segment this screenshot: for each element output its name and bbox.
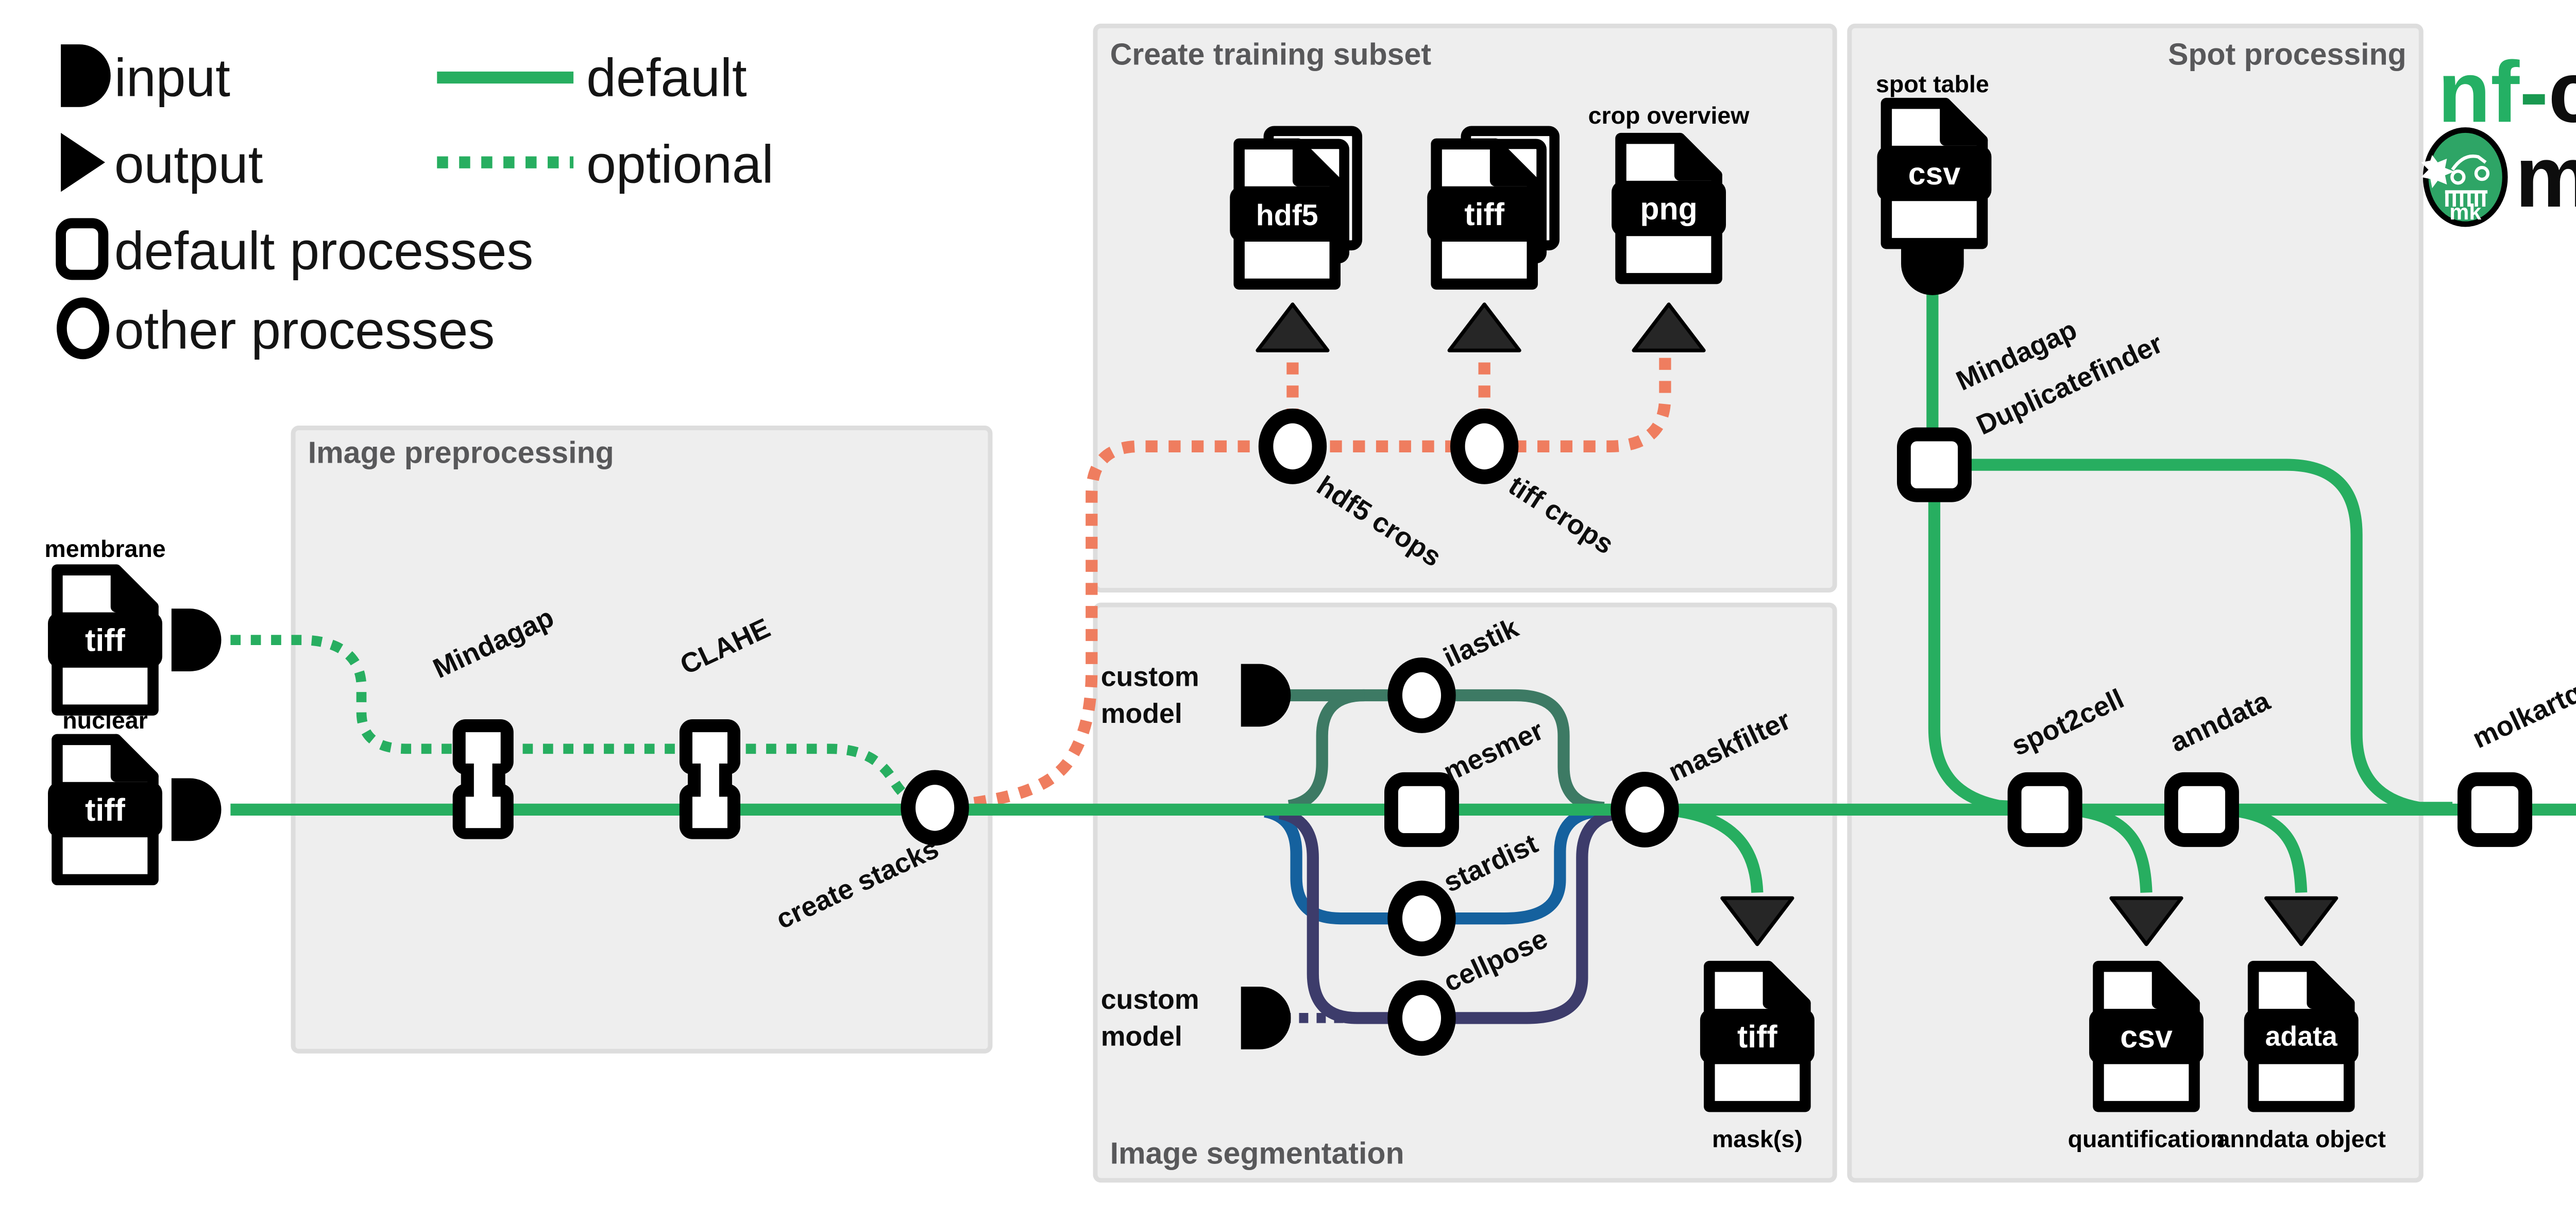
- process-ilastik: [1395, 665, 1449, 725]
- custom-model-bottom-line2: model: [1101, 1021, 1182, 1052]
- edge-ilastik-branch: [1287, 689, 1365, 812]
- other-process-icon: [57, 297, 110, 360]
- mk-badge-icon: mk: [2421, 127, 2508, 227]
- badge-mk-label: mk: [2449, 200, 2481, 225]
- training-subset-outputs: hdf5 tiff crop overview png: [1230, 102, 1750, 350]
- panel-spot-processing: Spot processing: [1847, 23, 2424, 1183]
- masks-ext: tiff: [1737, 1019, 1777, 1054]
- process-maskfilter: [1618, 779, 1672, 840]
- logo-nf: nf: [2438, 43, 2520, 140]
- process-stardist: [1395, 888, 1449, 949]
- input-membrane-file: membrane tiff: [44, 535, 222, 710]
- legend-optional-label: optional: [586, 134, 774, 194]
- custom-model-top-line2: model: [1101, 698, 1182, 729]
- panel-title-create-training-subset: Create training subset: [1110, 37, 1431, 71]
- custom-model-top-line1: custom: [1101, 662, 1199, 692]
- panel-title-image-preprocessing: Image preprocessing: [308, 436, 614, 470]
- edge-spot2cell-to-quantification: [2068, 803, 2153, 893]
- png-ext: png: [1640, 191, 1697, 226]
- custom-model-top: custom model: [1101, 662, 1291, 729]
- edge-ilastik-path: [1283, 689, 1605, 814]
- legend-other-processes-label: other processes: [114, 300, 495, 360]
- anndata-object-caption: anndata object: [2217, 1125, 2386, 1152]
- quantification-ext: csv: [2120, 1019, 2173, 1054]
- logo-line1: nf-core/: [2438, 43, 2576, 140]
- nuclear-ext: tiff: [85, 792, 125, 827]
- panel-title-spot-processing: Spot processing: [2168, 37, 2406, 71]
- input-spot-table: spot table csv: [1876, 71, 1991, 295]
- process-cellpose: [1395, 988, 1449, 1048]
- custom-model-bottom: custom model: [1101, 984, 1291, 1052]
- tiff-ext: tiff: [1464, 197, 1504, 232]
- panel-title-image-segmentation: Image segmentation: [1110, 1137, 1404, 1171]
- input-icon: [171, 608, 222, 671]
- spot-table-caption: spot table: [1876, 71, 1989, 97]
- edge-duplicatefinder-to-main: [1928, 494, 2032, 814]
- logo-dash: -: [2519, 43, 2548, 140]
- membrane-caption: membrane: [44, 535, 165, 562]
- molkartqc-label: molkartqc: [2468, 670, 2576, 754]
- default-process-icon: [56, 218, 109, 280]
- logo-molkart: molkart: [2515, 128, 2576, 225]
- legend-default-processes-label: default processes: [114, 221, 533, 281]
- output-masks: tiff mask(s): [1700, 898, 1815, 1152]
- masks-caption: mask(s): [1712, 1125, 1803, 1152]
- process-hdf5-crops: [1266, 416, 1319, 477]
- input-nuclear-file: nuclear tiff: [48, 707, 222, 879]
- process-tiff-crops: [1458, 416, 1511, 477]
- spot-table-ext: csv: [1908, 156, 1961, 191]
- edge-membrane-optional: [230, 635, 930, 813]
- legend-output-label: output: [114, 134, 263, 194]
- process-mindagap: [452, 719, 514, 839]
- edge-anndata-to-object: [2225, 803, 2308, 893]
- edge-duplicatefinder-bypass: [1965, 459, 2453, 814]
- logo-core: core/: [2548, 43, 2576, 140]
- process-molkartqc: [2464, 779, 2525, 840]
- legend-default-label: default: [586, 47, 747, 107]
- legend-input-label: input: [114, 47, 230, 107]
- output-icon: [61, 132, 106, 192]
- quantification-caption: quantification: [2068, 1125, 2225, 1152]
- process-mindagap-duplicatefinder: [1904, 434, 1964, 495]
- custom-model-bottom-line1: custom: [1101, 984, 1199, 1015]
- membrane-ext: tiff: [85, 623, 125, 658]
- process-anndata: [2171, 779, 2232, 840]
- nfcore-molkart-logo: nf-core/ mk molkart: [2421, 43, 2576, 227]
- anndata-object-ext: adata: [2265, 1021, 2338, 1052]
- edge-create-stacks-to-crops: [951, 358, 1671, 812]
- panel-image-preprocessing: Image preprocessing: [291, 426, 993, 1054]
- output-anndata-object: adata anndata object: [2217, 898, 2386, 1152]
- input-icon: [171, 778, 222, 841]
- output-quantification: csv quantification: [2068, 898, 2225, 1152]
- nuclear-caption: nuclear: [62, 707, 147, 734]
- legend: input output default processes other pro…: [56, 44, 774, 360]
- process-clahe: [679, 719, 741, 839]
- process-create-stacks: [908, 777, 962, 838]
- edge-maskfilter-to-masks: [1664, 803, 1764, 893]
- process-spot2cell: [2014, 779, 2075, 840]
- crop-overview-caption: crop overview: [1588, 102, 1750, 129]
- hdf5-ext: hdf5: [1256, 199, 1318, 232]
- input-icon: [61, 44, 111, 107]
- process-mesmer: [1391, 779, 1452, 840]
